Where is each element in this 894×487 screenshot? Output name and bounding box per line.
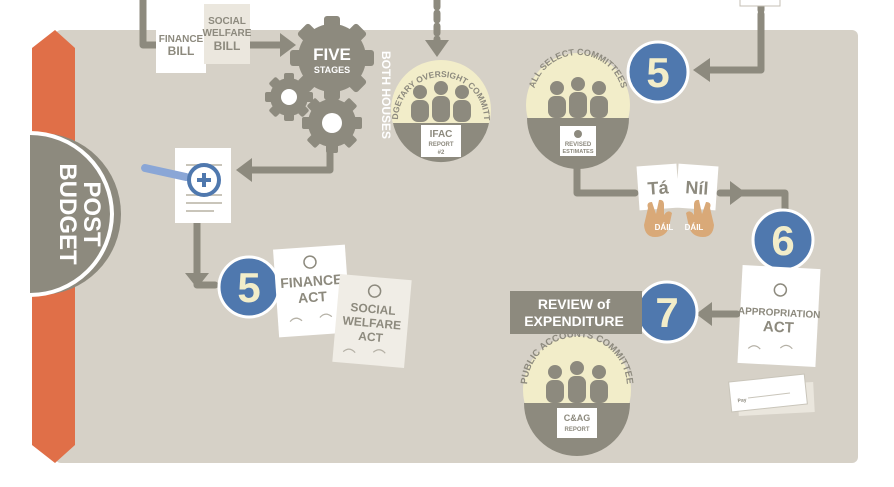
svg-text:Níl: Níl <box>685 177 709 199</box>
svg-text:ACT: ACT <box>763 318 795 337</box>
svg-text:DÁIL: DÁIL <box>655 223 674 232</box>
finance-bill-doc: FINANCE BILL <box>156 17 206 73</box>
vote-ta-card: Tá <box>636 163 680 211</box>
svg-text:BILL: BILL <box>168 44 195 58</box>
review-of-expenditure-box: REVIEW of EXPENDITURE <box>510 291 642 334</box>
gear-icon-small <box>265 73 313 121</box>
social-welfare-act-doc: SOCIAL WELFARE ACT <box>332 274 412 368</box>
both-houses-label: BOTH HOUSES <box>379 51 393 139</box>
step-five-top: 5 <box>626 40 690 104</box>
five-stages-label: FIVE <box>313 45 351 64</box>
cheque-icon: Pay <box>728 373 815 416</box>
svg-text:IFAC: IFAC <box>430 129 453 140</box>
select-committees: ALL SELECT COMMITTEES REVISED ESTIMATES <box>526 47 630 169</box>
panel-background <box>55 30 858 463</box>
svg-text:SOCIAL: SOCIAL <box>208 16 246 27</box>
social-welfare-bill-doc: SOCIAL WELFARE BILL <box>203 4 252 64</box>
svg-text:STAGES: STAGES <box>314 65 350 75</box>
svg-text:Pay: Pay <box>737 397 747 404</box>
svg-text:EXPENDITURE: EXPENDITURE <box>524 313 624 329</box>
gear-icon-large: FIVE STAGES <box>290 16 374 100</box>
post-budget-label: POST <box>78 181 105 247</box>
svg-text:7: 7 <box>655 289 678 336</box>
svg-text:BILL: BILL <box>214 39 241 53</box>
gear-icon-medium <box>302 93 362 153</box>
svg-text:SOCIAL: SOCIAL <box>350 300 396 318</box>
svg-text:5: 5 <box>237 264 260 311</box>
svg-text:WELFARE: WELFARE <box>342 313 402 332</box>
post-budget-label-2: BUDGET <box>54 163 81 265</box>
svg-text:ESTIMATES: ESTIMATES <box>562 149 593 155</box>
finance-act-doc: FINANCE ACT <box>273 244 351 338</box>
post-budget-tab <box>30 133 121 295</box>
svg-text:C&AG: C&AG <box>564 413 591 423</box>
svg-text:REPORT: REPORT <box>564 427 589 433</box>
svg-text:DÁIL: DÁIL <box>685 223 704 232</box>
svg-text:APPROPRIATION: APPROPRIATION <box>738 306 821 321</box>
magnifier-icon <box>141 163 221 197</box>
step-six: 6 <box>751 208 815 272</box>
arrowheads <box>185 33 746 326</box>
appropriation-act-doc: APPROPRIATION ACT <box>737 265 821 367</box>
svg-text:6: 6 <box>771 217 794 264</box>
svg-text:FINANCE: FINANCE <box>159 34 204 45</box>
vote-nil-card: Níl <box>675 163 719 211</box>
top-doc-hint <box>739 0 781 7</box>
step-five-bottom: 5 <box>217 255 281 319</box>
svg-text:REPORT: REPORT <box>428 142 453 148</box>
svg-text:FINANCE: FINANCE <box>280 271 343 291</box>
hand-icon-right: DÁIL <box>685 199 714 237</box>
svg-text:5: 5 <box>646 49 669 96</box>
svg-text:ACT: ACT <box>358 329 384 345</box>
hand-icon-left: DÁIL <box>644 199 674 237</box>
svg-text:#2: #2 <box>438 150 445 156</box>
svg-text:Tá: Tá <box>647 177 670 198</box>
svg-text:WELFARE: WELFARE <box>203 28 252 39</box>
svg-text:ACT: ACT <box>298 288 328 306</box>
svg-text:REVIEW of: REVIEW of <box>538 296 611 312</box>
step-seven: 7 <box>635 280 699 344</box>
svg-text:REVISED: REVISED <box>565 142 592 148</box>
